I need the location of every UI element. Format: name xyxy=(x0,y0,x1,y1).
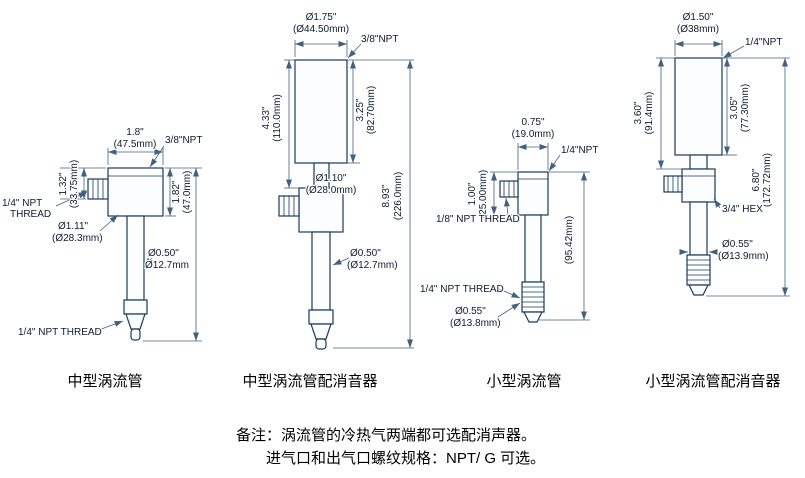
small-muffler-parts xyxy=(663,57,723,296)
dim-label-left-h-in: 3.60" xyxy=(633,101,644,124)
nozzle-taper xyxy=(125,313,146,330)
dim-label-width-in: 0.75" xyxy=(521,117,544,128)
nozzle-tip xyxy=(315,338,327,350)
bottom-thread-label: 1/4" NPT THREAD xyxy=(420,284,504,295)
dim-label-tube-dia-in: Ø0.55" xyxy=(722,239,753,250)
dim-label-muffler-h-mm: (77.30mm) xyxy=(740,84,751,132)
medium-muffler-parts xyxy=(278,59,348,350)
muffler xyxy=(294,59,348,164)
dim-label-total-h-in: 8.93" xyxy=(381,184,392,207)
dim-label-muffler-h-in: 3.25" xyxy=(355,98,366,121)
nozzle-taper xyxy=(310,323,332,340)
dim-label-width-mm: (19.0mm) xyxy=(512,129,555,140)
dim-label-muffler-dia-mm: (Ø38mm) xyxy=(677,24,719,35)
note-line-1: 备注：涡流管的冷热气两端都可选配消声器。 xyxy=(236,427,537,444)
thread-lines xyxy=(283,196,295,216)
dim-label-width-mm: (47.5mm) xyxy=(114,139,157,150)
medium-tube-dimension-lines xyxy=(55,145,202,342)
dim-label-body-dia-in: Ø1.11" xyxy=(58,221,88,232)
dim-label-total-h-in: 6.80" xyxy=(751,168,762,191)
caption-small-vortex-tube: 小型涡流管 xyxy=(486,373,562,390)
hot-tube xyxy=(689,201,708,256)
nozzle-ring xyxy=(308,309,334,325)
figure-medium-vortex-tube: 1.8" (47.5mm) 3/8"NPT 1.32" (33.75mm) 1/… xyxy=(1,126,204,342)
nozzle-ring xyxy=(123,299,148,315)
dim-label-body-dia-mm: (Ø28.0mm) xyxy=(306,185,357,196)
neck xyxy=(689,154,708,170)
inlet-thread-label-line1: 1/4" NPT xyxy=(2,198,42,209)
medium-muffler-dimension-lines xyxy=(284,40,414,349)
nozzle-tip xyxy=(130,328,141,341)
dim-label-body-h-mm: (47.0mm) xyxy=(182,171,193,214)
dim-label-left-h-mm: (91.4mm) xyxy=(644,92,655,135)
dim-label-body-h-in: 1.82" xyxy=(171,180,182,203)
top-thread-label: 1/4"NPT xyxy=(561,145,598,156)
dim-label-muffler-h-in: 3.05" xyxy=(729,96,740,119)
small-muffler-dimension-lines xyxy=(656,40,790,297)
top-thread-label: 3/8"NPT xyxy=(361,34,398,45)
dim-label-inlet-h-in: 1.32" xyxy=(58,172,69,195)
dim-label-body-dia-in: Ø1.10" xyxy=(316,173,347,184)
hot-tube xyxy=(126,215,145,301)
figure-small-vortex-tube: 0.75" (19.0mm) 1/4"NPT 1.00" (25.00mm) 1… xyxy=(419,116,600,331)
inlet-thread-label: 1/8" NPT THREAD xyxy=(436,214,520,225)
vortex-body xyxy=(107,167,164,217)
dim-label-total-h-mm: (95.42mm) xyxy=(564,216,575,264)
hex-label: 3/4" HEX xyxy=(722,204,763,215)
dim-label-total-h-mm: (172.72mm) xyxy=(762,153,773,207)
medium-tube-parts xyxy=(87,167,164,341)
small-tube-dimension-lines xyxy=(490,143,590,321)
caption-medium-vortex-tube-muffler: 中型涡流管配消音器 xyxy=(242,373,378,390)
figure-small-vortex-tube-muffler: Ø1.50" (Ø38mm) 1/4"NPT 3.60" (91.4mm) 3.… xyxy=(632,11,790,297)
nozzle-tip xyxy=(688,284,709,296)
dim-label-tube-dia-in: Ø0.50" xyxy=(350,248,381,259)
dim-label-tube-dia-mm: (Ø13.8mm) xyxy=(450,318,501,329)
dim-label-tube-dia-in: Ø0.50" xyxy=(148,248,179,259)
dim-label-width-in: 1.8" xyxy=(126,127,144,138)
vortex-body xyxy=(681,168,716,203)
hot-tube xyxy=(311,231,331,311)
small-tube-parts xyxy=(499,171,549,323)
caption-small-vortex-tube-muffler: 小型涡流管配消音器 xyxy=(645,373,781,390)
dim-label-body-dia-mm: (Ø28.3mm) xyxy=(52,233,103,244)
dim-label-tube-dia-mm: (Ø12.7mm) xyxy=(347,260,398,271)
thread-lines xyxy=(503,178,548,308)
dim-label-left-h-in: 4.33" xyxy=(261,106,272,129)
thread-lines xyxy=(667,175,715,281)
notes-block: 备注：涡流管的冷热气两端都可选配消声器。 进气口和出气口螺纹规格：NPT/ G … xyxy=(236,424,545,470)
figure-medium-vortex-tube-muffler: Ø1.75" (Ø44.50mm) 3/8"NPT 4.33" (110.0mm… xyxy=(260,11,414,350)
dim-label-tube-dia-mm: Ø12.7mm xyxy=(145,260,189,271)
dim-label-tube-dia-in: Ø0.55" xyxy=(455,306,486,317)
dim-label-muffler-dia-mm: (Ø44.50mm) xyxy=(293,24,349,35)
vortex-body xyxy=(517,171,549,216)
hot-tube xyxy=(524,214,542,283)
top-thread-label: 1/4"NPT xyxy=(745,37,782,48)
dim-label-body-h-in: 1.00" xyxy=(467,182,478,205)
inlet-thread-label-line2: THREAD xyxy=(10,209,51,220)
muffler xyxy=(674,57,723,156)
caption-medium-vortex-tube: 中型涡流管 xyxy=(67,373,143,390)
nozzle-tip xyxy=(523,311,543,323)
drawings-svg: 1.8" (47.5mm) 3/8"NPT 1.32" (33.75mm) 1/… xyxy=(1,11,790,350)
dim-label-left-h-mm: (110.0mm) xyxy=(272,94,283,142)
dim-label-tube-dia-mm: (Ø13.9mm) xyxy=(718,251,769,262)
thread-lines xyxy=(92,175,163,199)
top-thread-label: 3/8"NPT xyxy=(165,135,202,146)
dim-label-muffler-h-mm: (82.70mm) xyxy=(366,86,377,134)
dim-label-body-h-mm: (25.00mm) xyxy=(478,170,489,218)
dim-label-inlet-h-mm: (33.75mm) xyxy=(69,160,80,208)
dim-label-total-h-mm: (226.0mm) xyxy=(393,172,404,220)
note-line-2: 进气口和出气口螺纹规格：NPT/ G 可选。 xyxy=(266,450,546,467)
bottom-thread-label: 1/4" NPT THREAD xyxy=(18,327,102,338)
dim-label-muffler-dia-in: Ø1.50" xyxy=(683,12,714,23)
dim-label-muffler-dia-in: Ø1.75" xyxy=(306,12,337,23)
